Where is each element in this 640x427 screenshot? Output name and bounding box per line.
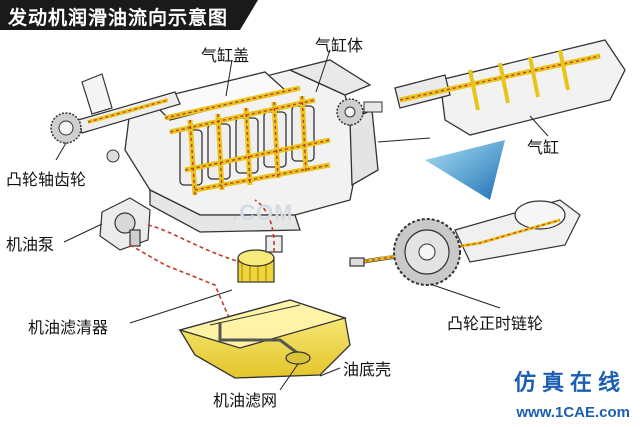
label-cylinder-block: 气缸体 bbox=[315, 36, 364, 55]
valve-train bbox=[336, 98, 383, 126]
camshaft bbox=[77, 73, 181, 134]
label-camshaft-gear: 凸轮轴齿轮 bbox=[6, 170, 87, 189]
title-bar-area: 发动机润滑油流向示意图 bbox=[0, 0, 258, 30]
leader-lines bbox=[55, 49, 549, 391]
camshaft-cap bbox=[106, 149, 120, 163]
title-bar bbox=[0, 0, 258, 30]
oil-passages-block bbox=[164, 85, 331, 196]
oil-filter bbox=[237, 235, 283, 283]
cam-timing-assembly bbox=[349, 199, 581, 267]
diagram-title: 发动机润滑油流向示意图 bbox=[8, 7, 229, 29]
label-oil-filter: 机油滤清器 bbox=[28, 318, 109, 337]
camshaft-gear bbox=[50, 112, 82, 144]
cylinder-detail bbox=[394, 39, 626, 136]
watermark-brand: 仿真在线 bbox=[513, 370, 626, 396]
label-cam-timing-sprocket: 凸轮正时链轮 bbox=[447, 314, 544, 333]
watermark-url: www.1CAE.com bbox=[516, 404, 630, 421]
label-oil-pan: 油底壳 bbox=[343, 360, 392, 379]
oil-flow-lines bbox=[129, 199, 275, 321]
label-oil-pump: 机油泵 bbox=[6, 235, 55, 254]
label-cylinder-head-cover: 气缸盖 bbox=[201, 46, 250, 65]
oil-pump bbox=[99, 197, 151, 251]
zoom-arrow bbox=[425, 140, 505, 200]
faded-watermark: .COM bbox=[232, 200, 294, 225]
cam-timing-sprocket bbox=[393, 218, 461, 286]
label-cylinder: 气缸 bbox=[527, 138, 560, 157]
label-oil-strainer: 机油滤网 bbox=[213, 391, 278, 410]
